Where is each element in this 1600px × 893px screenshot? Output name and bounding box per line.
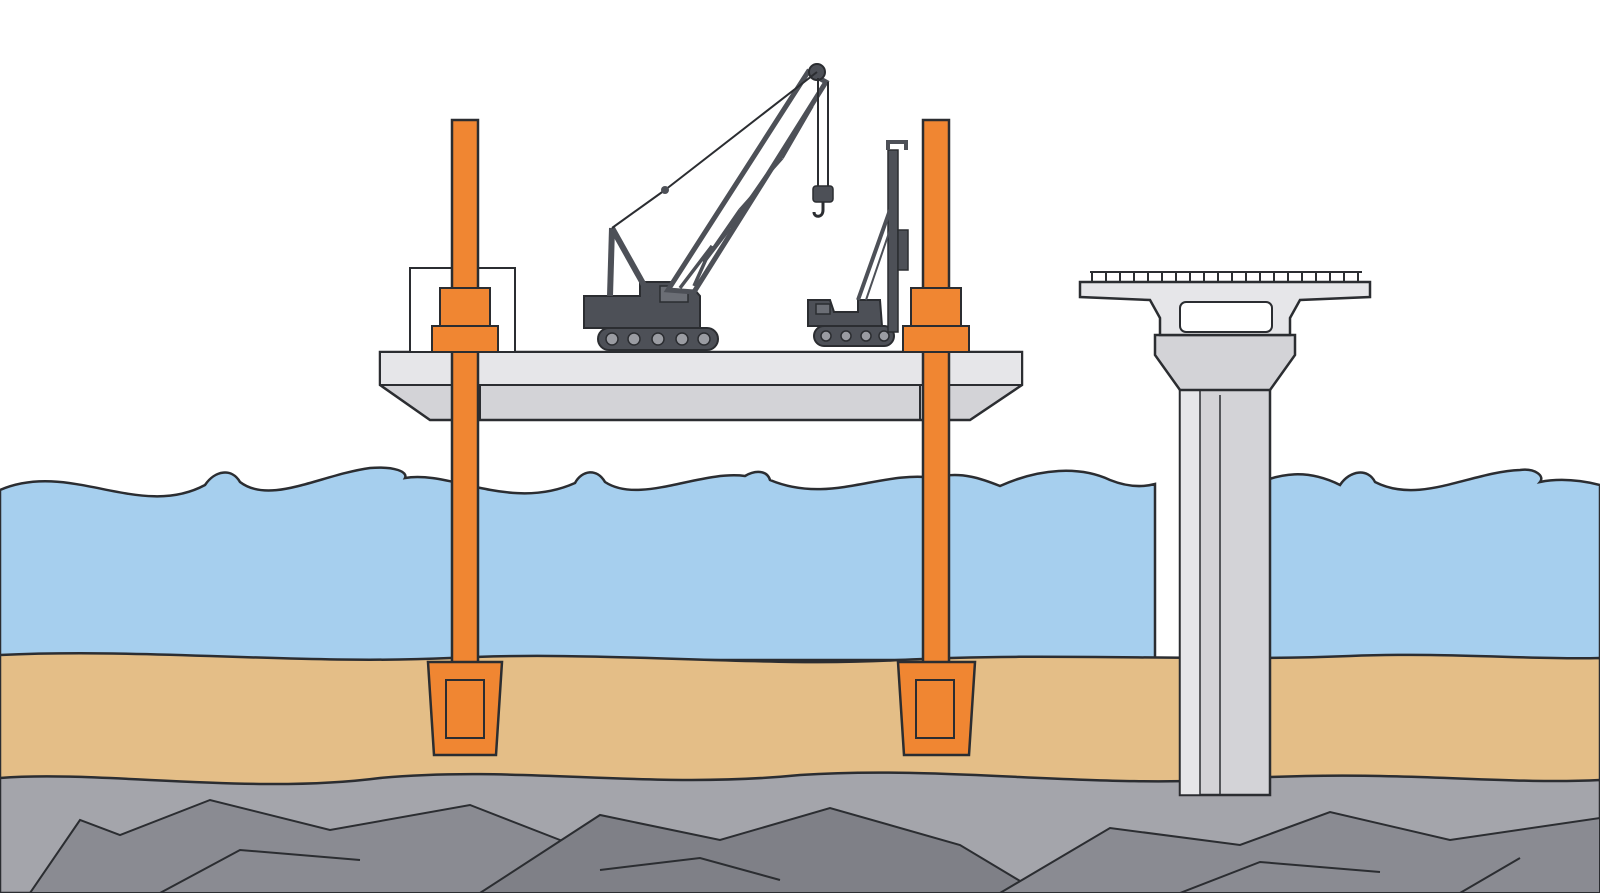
sea-water: [0, 466, 1157, 662]
crane-icon: [583, 63, 834, 351]
bridge-pier-icon: [1078, 271, 1372, 797]
rock-fracture-lines: [159, 848, 1521, 893]
rock-stratum-3: [998, 810, 1600, 893]
rock-stratum-2: [478, 806, 1042, 893]
pile-driver-icon: [807, 140, 909, 347]
steel-pile-right: [896, 118, 977, 757]
steel-pile-left: [426, 118, 504, 757]
sea-water-right: [1243, 468, 1600, 667]
